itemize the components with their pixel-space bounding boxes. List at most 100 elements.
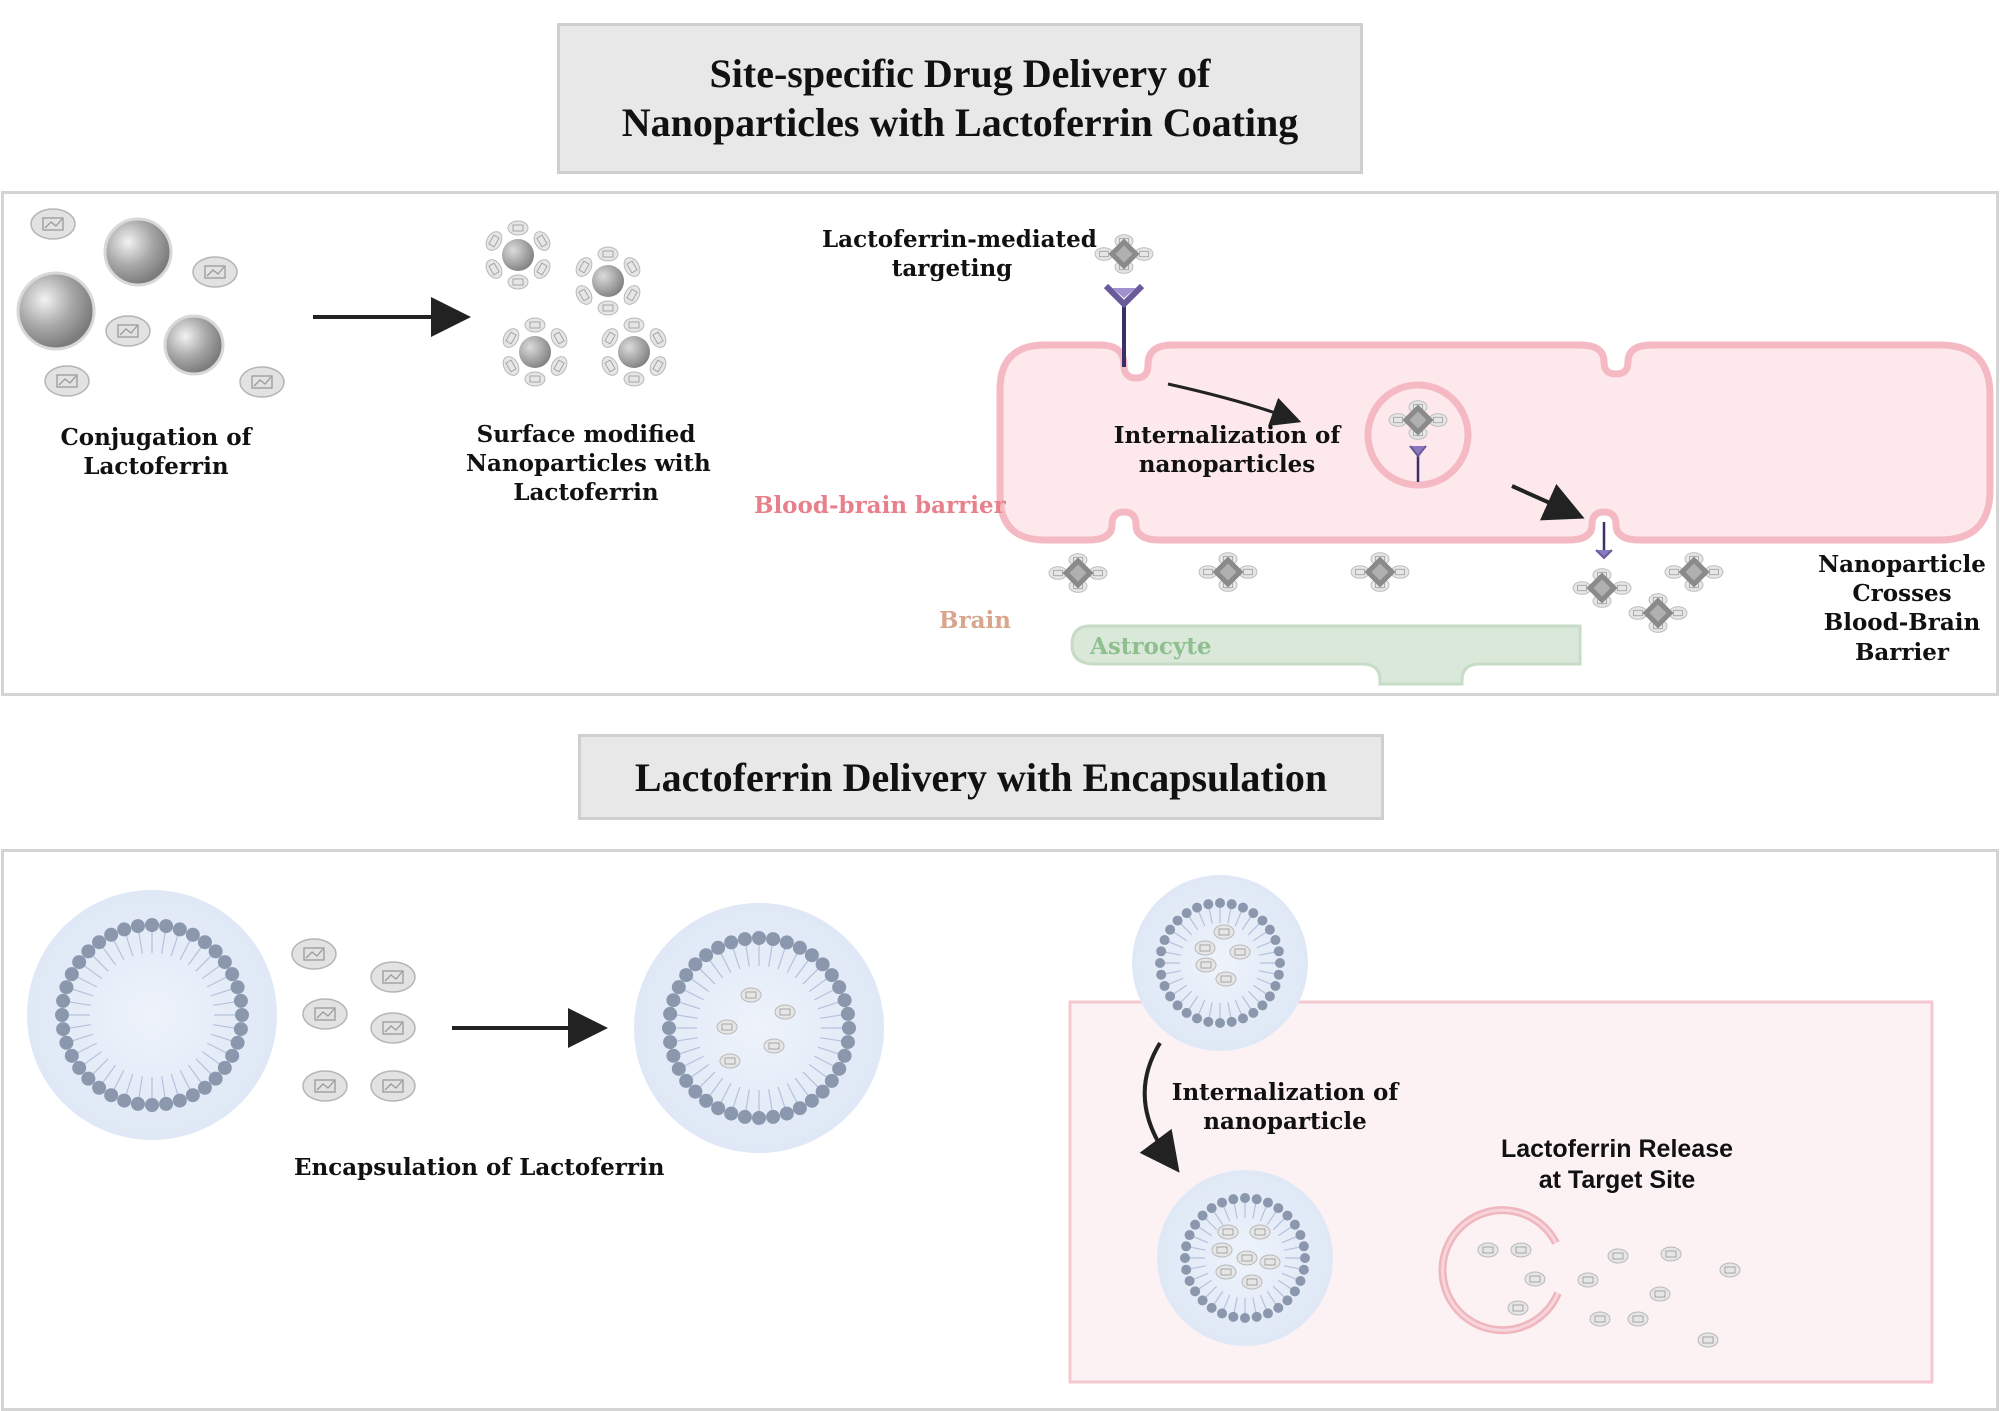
lipid-head [117,922,132,937]
lipid-head [1257,915,1268,926]
lipid-head [752,1111,766,1125]
lipid-head [1289,1286,1300,1297]
lipid-head [1190,1219,1201,1230]
lipid-head [1156,946,1167,957]
lipid-head [56,1022,71,1037]
bbb-cell [996,341,1994,544]
lipid-head [1237,902,1248,913]
lipid-head [666,993,681,1008]
lipid-head [671,980,686,995]
lipid-head [104,927,119,942]
lactoferrin-icon [30,208,76,240]
brain-nanoparticle [1351,553,1409,592]
lipid-head [1181,1241,1192,1252]
lipid-head [185,1088,200,1103]
lipid-head [824,1073,839,1088]
targeting-label: Lactoferrin-mediated targeting [822,226,1097,282]
exit-arrow [1511,483,1585,521]
lipid-head [233,1022,248,1037]
lipid-bilayer [1180,1193,1310,1323]
lipid-head [699,1093,714,1108]
lipid-head [1273,1203,1284,1214]
lipid-head [663,1035,678,1050]
lipid-head [842,1021,856,1035]
lipid-head [662,1021,676,1035]
lipid-head [1295,1230,1306,1241]
lactoferrin-icon [192,256,238,288]
lipid-head [1273,946,1284,957]
lipid-head [699,948,714,963]
lipid-head [1262,1197,1273,1208]
lipid-bilayer [55,918,249,1112]
lipid-head [1226,899,1237,910]
lipid-head [225,967,240,982]
lipid-head [64,967,79,982]
lipid-head [197,935,212,950]
release-label: Lactoferrin Release at Target Site [1500,1135,1734,1195]
lipid-head [1181,908,1192,919]
lipid-head [1282,1210,1293,1221]
lipid-head [679,968,694,983]
brain-nanoparticle [1629,594,1687,633]
lipid-head [1197,1295,1208,1306]
lipid-head [81,944,96,959]
panel1-title-box: Site-specific Drug Delivery of Nanoparti… [557,23,1363,174]
lipid-head [832,980,847,995]
lipid-head [1270,935,1281,946]
nanoparticle-sphere [16,271,96,351]
lipid-head [724,1106,739,1121]
lipid-head [1165,991,1176,1002]
panel2-title: Lactoferrin Delivery with Encapsulation [634,754,1328,800]
vesicle-receptor-icon [1409,445,1427,482]
lipid-head [711,1101,726,1116]
loaded-liposome [634,903,884,1153]
exit-receptor-icon [1595,522,1613,560]
lipid-head [1270,980,1281,991]
brain-nanoparticle [1573,569,1631,608]
lipid-head [59,980,74,995]
brain-nanoparticle [1049,554,1107,593]
lipid-head [663,1006,678,1021]
lipid-head [779,1106,794,1121]
encapsulation-label: Encapsulation of Lactoferrin [294,1154,665,1181]
lactoferrin-icon [44,365,90,397]
lipid-head [81,1071,96,1086]
lipid-head [1156,969,1167,980]
conjugation-label: Conjugation of Lactoferrin [60,424,252,480]
lipid-head [172,1093,187,1108]
lipid-head [208,1071,223,1086]
lipid-head [1240,1313,1250,1323]
lipid-head [1251,1194,1262,1205]
brain-nanoparticles [1049,553,1723,633]
coated-nanoparticle [483,221,553,289]
crosses-label: Nanoparticle Crosses Blood-Brain Barrier [1818,551,1986,666]
lipid-head [1159,935,1170,946]
lipid-head [172,922,187,937]
lipid-head [1257,1000,1268,1011]
lipid-head [1172,1000,1183,1011]
lipid-head [1289,1219,1300,1230]
lipid-head [1206,1203,1217,1214]
lipid-head [1264,991,1275,1002]
lipid-head [159,919,174,934]
internalized-liposome [1157,1170,1333,1346]
lipid-head [217,1060,232,1075]
lipid-head [815,1084,830,1099]
lipid-head [1215,898,1225,908]
conjugation-cluster [16,208,285,398]
coated-nanoparticles [483,221,669,386]
brain-nanoparticle [1199,553,1257,592]
brain-label: Brain [939,607,1011,634]
lipid-head [711,940,726,955]
lipid-head [59,1035,74,1050]
lipid-head [766,1109,781,1124]
lipid-head [837,1048,852,1063]
lipid-head [792,940,807,955]
lipid-head [1273,969,1284,980]
lipid-bilayer [662,931,856,1125]
lipid-head [737,932,752,947]
ruptured-vesicle [1438,1206,1562,1335]
lipid-head [1300,1253,1310,1263]
lipid-head [1192,902,1203,913]
lipid-head [837,993,852,1008]
